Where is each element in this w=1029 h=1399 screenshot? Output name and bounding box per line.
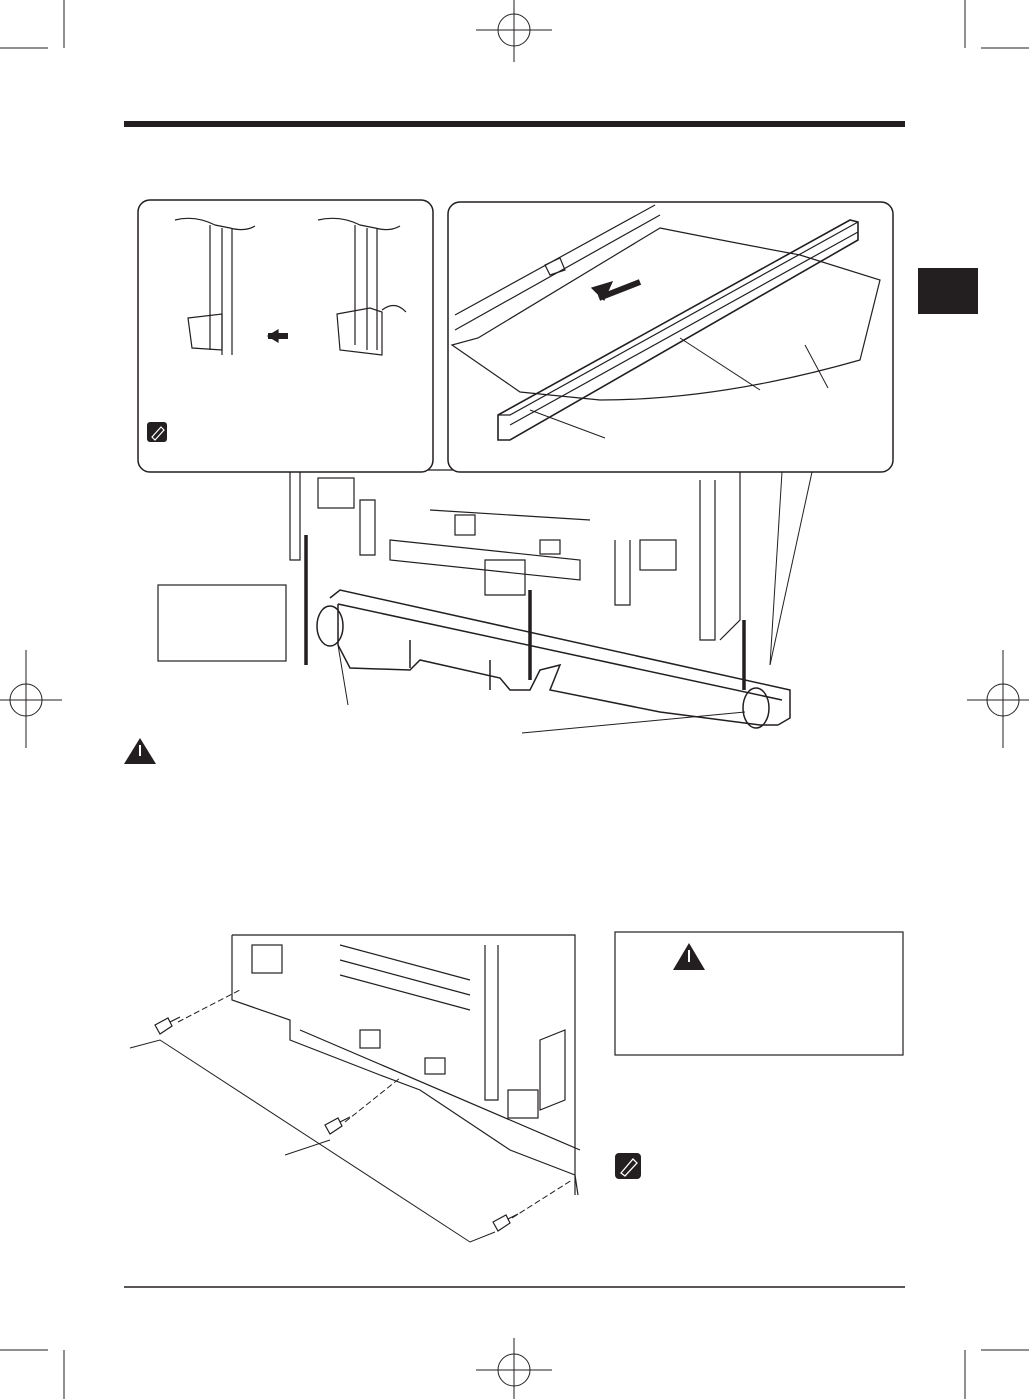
header-rule xyxy=(124,121,905,127)
stand-cover-illustration xyxy=(450,204,881,441)
detail-panel-right xyxy=(447,201,894,473)
note-icon xyxy=(615,1153,641,1179)
screw-icon xyxy=(154,1016,519,1232)
stand-illustration xyxy=(316,471,813,734)
label-box xyxy=(157,584,287,662)
tv-back-illustration xyxy=(289,469,741,641)
section-tab xyxy=(918,268,978,314)
screw-attachment-illustration xyxy=(129,934,581,1243)
insert-arrows xyxy=(304,535,746,690)
caution-box xyxy=(614,931,904,1056)
detail-illustration xyxy=(174,217,407,356)
